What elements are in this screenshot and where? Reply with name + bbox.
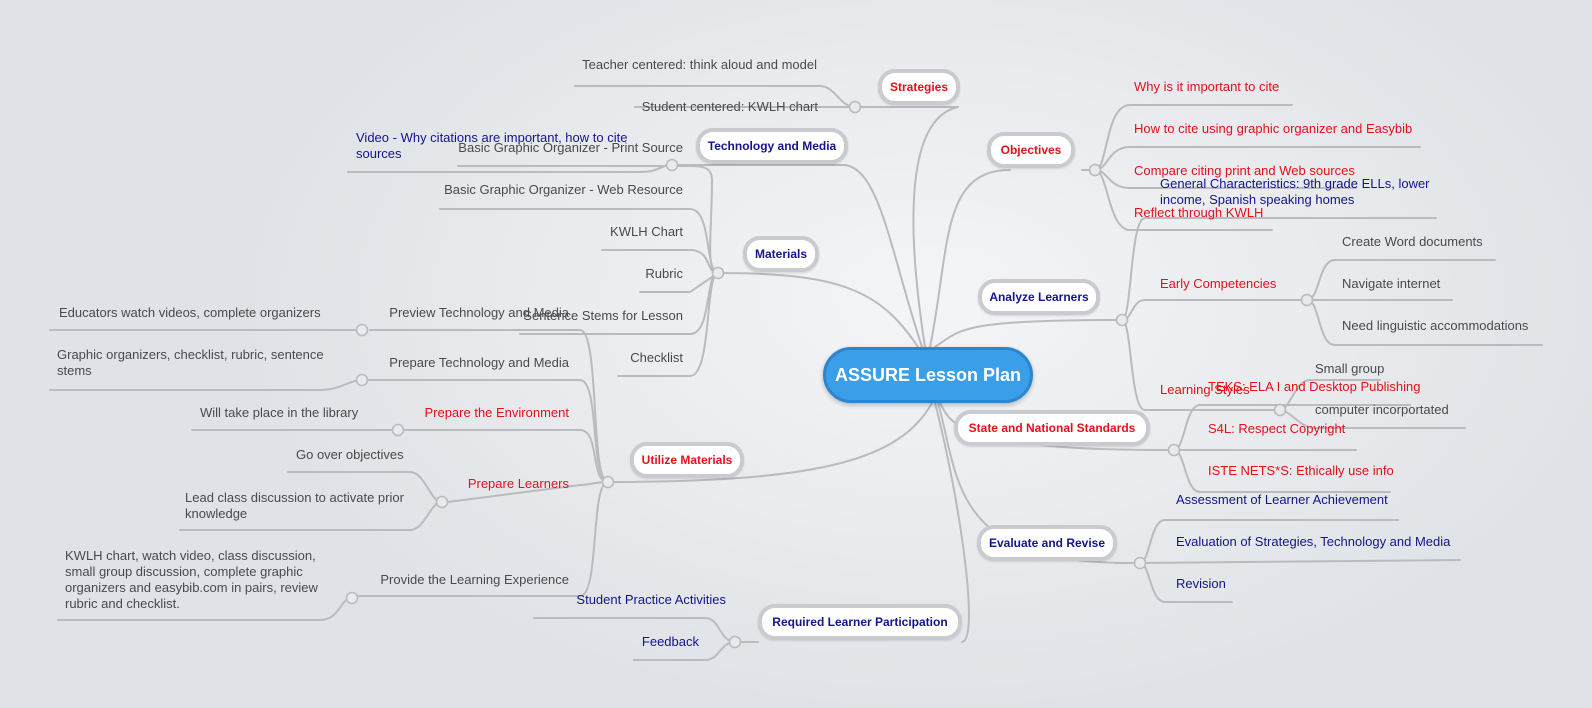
subtopic-checklist[interactable]: Checklist	[630, 350, 683, 365]
detail-create-word[interactable]: Create Word documents	[1342, 234, 1483, 249]
topic-evaluate-revise[interactable]: Evaluate and Revise	[977, 525, 1117, 561]
subtopic-revision[interactable]: Revision	[1176, 576, 1226, 591]
subtopic-kwlh-chart[interactable]: KWLH Chart	[610, 224, 683, 239]
central-topic[interactable]: ASSURE Lesson Plan	[823, 347, 1033, 403]
topic-objectives[interactable]: Objectives	[987, 132, 1075, 168]
detail-graphic-organizers[interactable]: Graphic organizers, checklist, rubric, s…	[57, 347, 324, 378]
detail-computer-incorporated[interactable]: computer incorportated	[1315, 402, 1449, 417]
subtopic-how-to-cite[interactable]: How to cite using graphic organizer and …	[1134, 121, 1413, 136]
subtopic-feedback[interactable]: Feedback	[641, 634, 699, 649]
subtopic-general-characteristics[interactable]: General Characteristics: 9th grade ELLs,…	[1160, 176, 1430, 207]
subtopic-organizer-web[interactable]: Basic Graphic Organizer - Web Resource	[444, 182, 683, 197]
topic-analyze-learners[interactable]: Analyze Learners	[978, 279, 1100, 315]
subtopic-s4l[interactable]: S4L: Respect Copyright	[1208, 421, 1346, 436]
subtopic-reflect-kwlh[interactable]: Reflect through KWLH	[1134, 205, 1264, 220]
detail-small-group[interactable]: Small group	[1315, 361, 1385, 376]
topic-state-national-standards[interactable]: State and National Standards	[954, 410, 1150, 446]
detail-linguistic-accommodations[interactable]: Need linguistic accommodations	[1342, 318, 1529, 333]
detail-go-over-objectives[interactable]: Go over objectives	[296, 447, 404, 462]
subtopic-prepare-tech[interactable]: Prepare Technology and Media	[389, 355, 569, 370]
detail-library[interactable]: Will take place in the library	[200, 405, 359, 420]
detail-lead-discussion[interactable]: Lead class discussion to activate prior …	[185, 490, 404, 521]
subtopic-teacher-centered[interactable]: Teacher centered: think aloud and model	[582, 57, 817, 72]
topic-strategies[interactable]: Strategies	[878, 69, 960, 105]
topic-technology-media[interactable]: Technology and Media	[696, 128, 848, 164]
detail-kwlh-activities[interactable]: KWLH chart, watch video, class discussio…	[65, 548, 318, 611]
topic-utilize-materials[interactable]: Utilize Materials	[630, 442, 744, 478]
subtopic-teks[interactable]: TEKS: ELA I and Desktop Publishing	[1208, 379, 1421, 394]
subtopic-preview-tech[interactable]: Preview Technology and Media	[389, 305, 569, 320]
topic-required-learner-participation[interactable]: Required Learner Participation	[758, 604, 962, 640]
subtopic-video-citations[interactable]: Video - Why citations are important, how…	[356, 130, 628, 161]
subtopic-learning-styles[interactable]: Learning Styles	[1160, 382, 1250, 397]
subtopic-evaluation-strategies[interactable]: Evaluation of Strategies, Technology and…	[1176, 534, 1451, 549]
subtopic-organizer-print[interactable]: Basic Graphic Organizer - Print Source	[458, 140, 683, 155]
subtopic-early-competencies[interactable]: Early Competencies	[1160, 276, 1277, 291]
subtopic-iste[interactable]: ISTE NETS*S: Ethically use info	[1208, 463, 1394, 478]
subtopic-sentence-stems[interactable]: Sentence Stems for Lesson	[523, 308, 683, 323]
subtopic-student-centered[interactable]: Student centered: KWLH chart	[641, 99, 818, 114]
subtopic-provide-experience[interactable]: Provide the Learning Experience	[380, 572, 569, 587]
subtopic-rubric[interactable]: Rubric	[645, 266, 683, 281]
subtopic-assessment[interactable]: Assessment of Learner Achievement	[1176, 492, 1388, 507]
subtopic-compare-citing[interactable]: Compare citing print and Web sources	[1134, 163, 1355, 178]
subtopic-prepare-learners[interactable]: Prepare Learners	[467, 476, 569, 491]
topic-materials[interactable]: Materials	[743, 236, 819, 272]
detail-navigate-internet[interactable]: Navigate internet	[1342, 276, 1441, 291]
detail-educators-watch[interactable]: Educators watch videos, complete organiz…	[59, 305, 321, 320]
subtopic-why-cite[interactable]: Why is it important to cite	[1134, 79, 1280, 94]
subtopic-prepare-environment[interactable]: Prepare the Environment	[424, 405, 569, 420]
subtopic-student-practice[interactable]: Student Practice Activities	[576, 592, 726, 607]
